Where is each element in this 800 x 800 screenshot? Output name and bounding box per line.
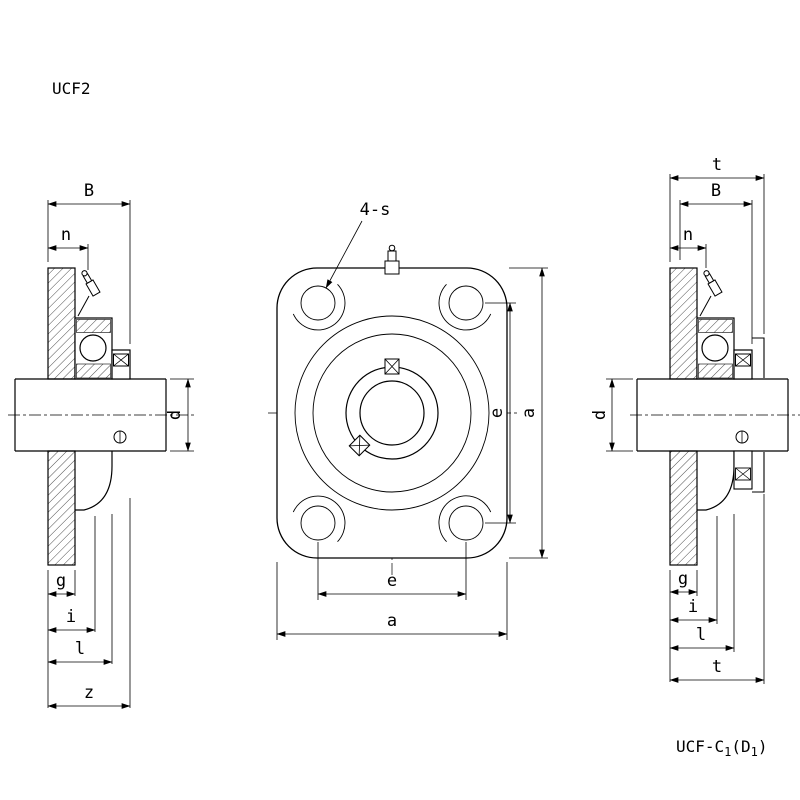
dim-stack-right-bottom: g i l t <box>669 494 765 684</box>
right-view: t B n d g i l t <box>590 155 800 684</box>
dim-label-b-left: B <box>84 181 94 201</box>
center-view: 4-s e a e a <box>268 200 548 640</box>
dim-label-l-right: l <box>696 625 706 645</box>
bolt-hole <box>300 285 336 321</box>
bolt-hole <box>448 505 484 541</box>
dim-d-right: d <box>590 378 633 452</box>
dim-label-e-bottom: e <box>387 571 397 591</box>
bearing-unit-section <box>8 267 196 566</box>
dim-e-bottom: e <box>317 542 467 600</box>
dim-label-a-bottom: a <box>387 611 397 631</box>
dim-label-i-right: i <box>688 597 698 617</box>
dim-label-l-left: l <box>75 639 85 659</box>
dim-n-left: n <box>47 225 89 270</box>
caption-base: UCF-C <box>676 737 724 756</box>
dim-n-right: n <box>669 225 707 268</box>
dim-label-t-bottom: t <box>712 657 722 677</box>
drawing-caption: UCF-C1(D1) <box>676 737 768 759</box>
caption-sub2: 1 <box>751 745 758 759</box>
grease-fitting-icon <box>77 270 101 317</box>
dim-a-right: a <box>509 267 548 559</box>
dim-a-bottom: a <box>276 562 508 640</box>
caption-mid: (D <box>731 737 750 756</box>
end-cover <box>733 337 765 493</box>
dim-d-left: d <box>165 378 194 452</box>
bearing-ball <box>79 334 107 362</box>
dim-label-g-left: g <box>56 571 66 591</box>
dim-label-t-top: t <box>712 155 722 175</box>
shaft-bore <box>359 380 425 446</box>
grease-fitting-icon <box>384 244 400 275</box>
dim-label-z-left: z <box>84 683 94 703</box>
caption-end: ) <box>758 737 768 756</box>
callout-4s-label: 4-s <box>360 200 391 220</box>
dim-label-d-left: d <box>165 410 185 420</box>
dim-e-right: e <box>485 302 516 524</box>
set-screw-top <box>384 358 400 375</box>
bolt-hole <box>300 505 336 541</box>
dim-label-i-left: i <box>66 607 76 627</box>
set-screw-diagonal <box>348 434 371 457</box>
dim-label-d-right: d <box>590 410 610 420</box>
caption-sub1: 1 <box>724 745 731 759</box>
dim-label-g-right: g <box>678 569 688 589</box>
drawing-title: UCF2 <box>52 79 91 98</box>
dim-label-b-right: B <box>711 181 721 201</box>
flange-plate <box>276 267 508 559</box>
bolt-hole <box>448 285 484 321</box>
dim-stack-left-bottom: g i l z <box>47 498 131 709</box>
left-view: B n d g i l z <box>8 181 196 709</box>
callout-4s: 4-s <box>325 200 391 289</box>
dim-label-a-right: a <box>519 408 539 418</box>
dim-label-n-right: n <box>683 225 693 245</box>
dim-label-e-right: e <box>487 408 507 418</box>
dim-label-n-left: n <box>61 225 71 245</box>
dim-B-left: B <box>47 181 131 344</box>
